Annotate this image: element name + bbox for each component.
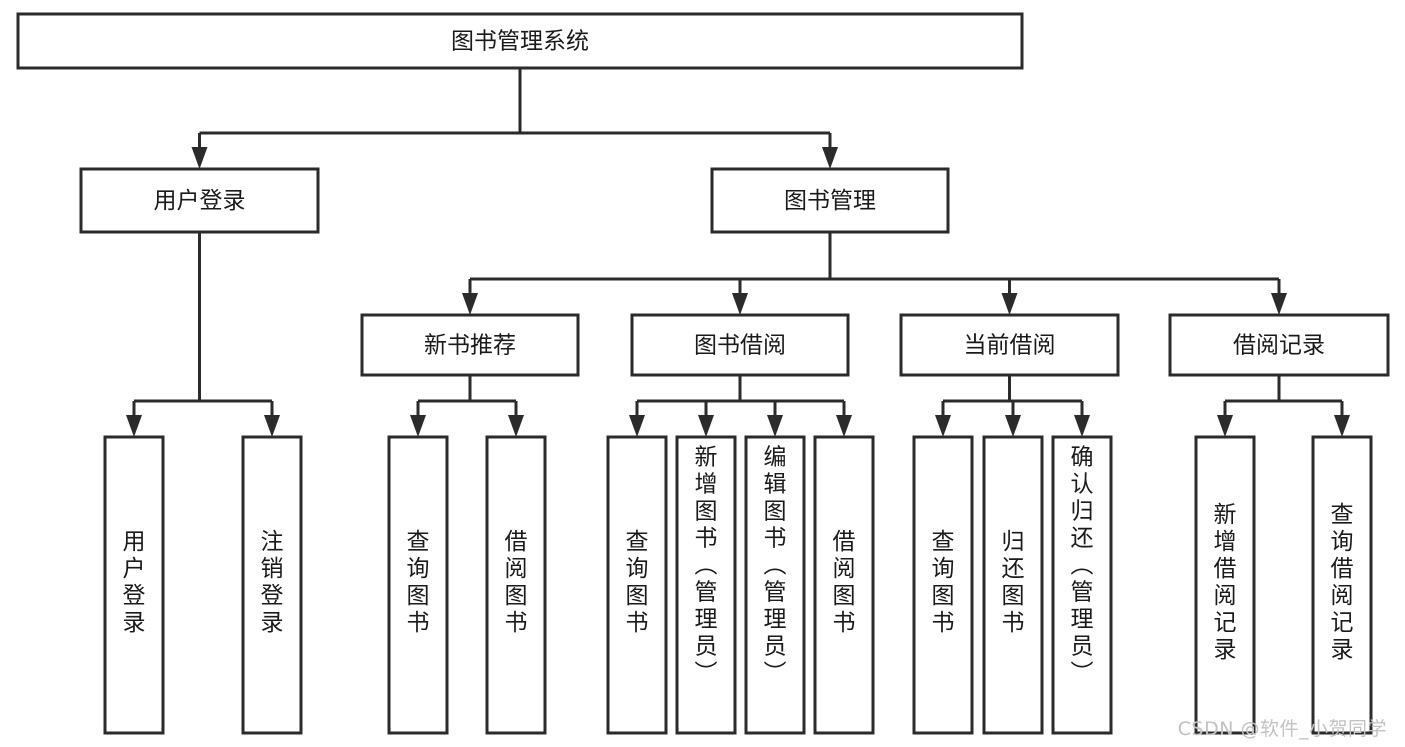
node-leaf-borrow-book-recommend[interactable]: 借阅图书 — [485, 435, 547, 735]
node-leaf-logout[interactable]: 注销登录 — [241, 435, 303, 735]
connector-layer — [126, 68, 1350, 437]
node-box — [1168, 313, 1390, 377]
node-user-login[interactable]: 用户登录 — [79, 167, 320, 234]
node-label: 新增借阅记录 — [1214, 502, 1237, 663]
node-leaf-query-book-recommend[interactable]: 查询图书 — [387, 435, 449, 735]
node-label: 归还图书 — [1002, 529, 1025, 636]
node-box — [387, 435, 449, 735]
node-leaf-borrow-book[interactable]: 借阅图书 — [813, 435, 875, 735]
node-label: 注销登录 — [261, 529, 284, 636]
node-box — [1051, 435, 1113, 735]
node-box — [360, 313, 580, 377]
node-label: 查询图书 — [932, 529, 955, 636]
node-label: 编辑图书︵管理员︶ — [764, 445, 787, 687]
node-box — [79, 167, 320, 234]
node-box — [912, 435, 974, 735]
node-label: 借阅图书 — [505, 529, 528, 636]
node-leaf-query-borrow-record[interactable]: 查询借阅记录 — [1311, 435, 1373, 735]
node-label: 图书管理 — [784, 188, 876, 214]
node-label: 当前借阅 — [964, 333, 1056, 359]
node-box — [675, 435, 737, 735]
node-box — [241, 435, 303, 735]
node-label: 新书推荐 — [424, 333, 516, 359]
node-label: 借阅图书 — [833, 529, 856, 636]
node-box — [1194, 435, 1256, 735]
node-label: 图书管理系统 — [451, 29, 589, 55]
node-box — [710, 167, 950, 234]
node-box — [606, 435, 668, 735]
node-leaf-confirm-return-admin[interactable]: 确认归还︵管理员︶ — [1051, 435, 1113, 735]
node-current-borrow[interactable]: 当前借阅 — [899, 313, 1120, 377]
node-new-book-recommend[interactable]: 新书推荐 — [360, 313, 580, 377]
node-book-borrow[interactable]: 图书借阅 — [630, 313, 850, 377]
node-leaf-query-book-borrow[interactable]: 查询图书 — [606, 435, 668, 735]
node-box — [630, 313, 850, 377]
node-box — [16, 12, 1024, 70]
node-leaf-query-book-current[interactable]: 查询图书 — [912, 435, 974, 735]
node-leaf-add-book-admin[interactable]: 新增图书︵管理员︶ — [675, 435, 737, 735]
node-box — [982, 435, 1044, 735]
node-layer: 图书管理系统用户登录图书管理新书推荐图书借阅当前借阅借阅记录用户登录注销登录查询… — [16, 12, 1390, 735]
node-label: 借阅记录 — [1233, 333, 1325, 359]
node-label: 确认归还︵管理员︶ — [1071, 445, 1094, 687]
node-leaf-user-login[interactable]: 用户登录 — [103, 435, 165, 735]
node-box — [813, 435, 875, 735]
node-box — [103, 435, 165, 735]
node-label: 用户登录 — [154, 188, 246, 214]
node-label: 查询借阅记录 — [1331, 502, 1354, 663]
node-leaf-edit-book-admin[interactable]: 编辑图书︵管理员︶ — [744, 435, 806, 735]
node-leaf-add-borrow-record[interactable]: 新增借阅记录 — [1194, 435, 1256, 735]
node-box — [485, 435, 547, 735]
node-box — [744, 435, 806, 735]
node-leaf-return-book[interactable]: 归还图书 — [982, 435, 1044, 735]
node-label: 查询图书 — [626, 529, 649, 636]
node-box — [899, 313, 1120, 377]
node-label: 新增图书︵管理员︶ — [695, 445, 718, 687]
node-label: 图书借阅 — [694, 333, 786, 359]
node-label: 查询图书 — [407, 529, 430, 636]
node-book-manage[interactable]: 图书管理 — [710, 167, 950, 234]
node-box — [1311, 435, 1373, 735]
node-borrow-record[interactable]: 借阅记录 — [1168, 313, 1390, 377]
node-label: 用户登录 — [123, 529, 146, 636]
node-root[interactable]: 图书管理系统 — [16, 12, 1024, 70]
